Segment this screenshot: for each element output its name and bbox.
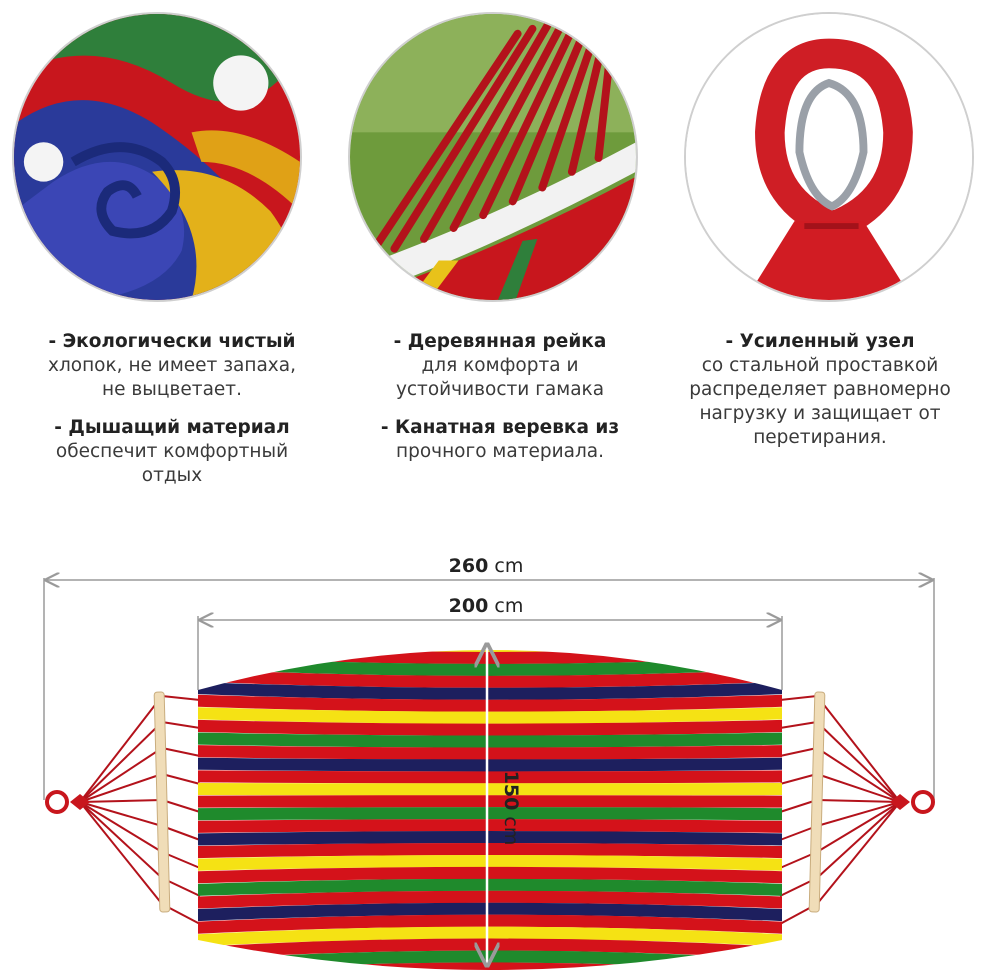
rope-string (779, 747, 818, 757)
rope-string (779, 799, 818, 813)
rope-string (161, 695, 201, 701)
fabric-stripe (198, 770, 782, 784)
feature-item: - Экологически чистый хлопок, не имеет з… (12, 330, 332, 402)
rope-string (161, 773, 201, 785)
feature-desc-line: обеспечит комфортный (55, 441, 289, 462)
feature-desc-line: отдых (141, 465, 203, 486)
feature-desc-line: не выцветает. (102, 379, 242, 400)
rope-string (79, 773, 163, 803)
rope-string (161, 747, 201, 757)
total-length-value: 260 (449, 555, 489, 577)
fabric-stripe (198, 807, 782, 821)
width-unit: cm (500, 816, 522, 845)
feature-title: - Канатная веревка из (380, 417, 620, 438)
feature-desc-line: хлопок, не имеет запаха, (48, 355, 296, 376)
feature-desc-line: со стальной проставкой (701, 355, 939, 376)
fabric-stripe (190, 619, 790, 641)
feature-column-1: - Экологически чистый хлопок, не имеет з… (12, 330, 332, 502)
feature-column-2: - Деревянная рейка для комфорта и устойч… (340, 330, 660, 478)
feature-desc-line: для комфорта и (421, 355, 579, 376)
rope-string (816, 773, 901, 803)
total-length-dimension: 260 cm (43, 555, 935, 800)
right-end-ring (890, 790, 935, 814)
fabric-stripe (198, 819, 782, 833)
rope-string (79, 721, 163, 803)
width-dimension: 150 cm (487, 645, 522, 965)
rope-string (816, 721, 901, 803)
feature-item: - Канатная веревка из прочного материала… (340, 416, 660, 464)
fabric-stripe (198, 962, 782, 970)
reinforced-knot-closeup-image (684, 12, 974, 302)
feature-title: - Усиленный узел (725, 331, 915, 352)
feature-item: - Усиленный узел со стальной проставкой … (660, 330, 980, 450)
rope-string (79, 695, 163, 803)
feature-desc-line: прочного материала. (395, 441, 605, 462)
feature-title: - Деревянная рейка (393, 331, 607, 352)
fabric-stripe (198, 650, 782, 664)
total-length-unit: cm (494, 555, 523, 577)
fabric-stripe (198, 782, 782, 796)
hammock-dimension-diagram: 260 cm 200 cm 150 cm (43, 555, 935, 979)
bed-length-label: 200 cm (449, 595, 524, 617)
rope-string (79, 801, 163, 827)
bed-length-unit: cm (494, 595, 523, 617)
feature-desc-line: нагрузку и защищает от (699, 403, 941, 424)
hammock-bed-fabric (190, 619, 790, 979)
left-spreader-bar (153, 691, 171, 913)
wooden-bar-illustration (350, 14, 636, 300)
width-label: 150 cm (500, 771, 522, 846)
rope-string (79, 799, 163, 803)
width-value: 150 (500, 771, 522, 811)
fabric-closeup-illustration (14, 14, 300, 300)
left-ropes (79, 695, 201, 925)
feature-item: - Дышащий материал обеспечит комфортный … (12, 416, 332, 488)
feature-title: - Дышащий материал (54, 417, 290, 438)
rope-string (816, 801, 901, 853)
fabric-stripe (190, 974, 790, 979)
bed-length-dimension: 200 cm (197, 595, 783, 690)
fabric-stripe (198, 650, 782, 653)
fabric-stripe (198, 757, 782, 772)
rope-string (79, 801, 163, 905)
total-length-label: 260 cm (449, 555, 524, 577)
rope-string (816, 801, 901, 879)
feature-column-3: - Усиленный узел со стальной проставкой … (660, 330, 980, 464)
rope-string (161, 799, 201, 813)
rope-string (816, 801, 901, 827)
rope-string (779, 721, 818, 729)
rope-string (161, 825, 201, 841)
rope-string (779, 773, 818, 785)
rope-string (79, 801, 163, 853)
bed-length-value: 200 (449, 595, 489, 617)
knot-thimble-illustration (686, 14, 972, 300)
fabric-closeup-image (12, 12, 302, 302)
wooden-bar-closeup-image (348, 12, 638, 302)
rope-string (816, 747, 901, 803)
rope-string (816, 801, 901, 905)
feature-desc-line: распределяет равномерно (689, 379, 951, 400)
right-spreader-bar (808, 691, 826, 913)
rope-string (79, 747, 163, 803)
feature-item: - Деревянная рейка для комфорта и устойч… (340, 330, 660, 402)
rope-string (816, 695, 901, 803)
feature-title: - Экологически чистый (48, 331, 296, 352)
rope-string (79, 801, 163, 879)
left-end-ring (45, 790, 90, 814)
right-ropes (779, 695, 901, 925)
rope-string (161, 721, 201, 729)
rope-string (779, 695, 818, 701)
feature-desc-line: перетирания. (753, 427, 887, 448)
rope-string (816, 799, 901, 803)
feature-desc-line: устойчивости гамака (395, 379, 605, 400)
fabric-stripe (198, 795, 782, 808)
